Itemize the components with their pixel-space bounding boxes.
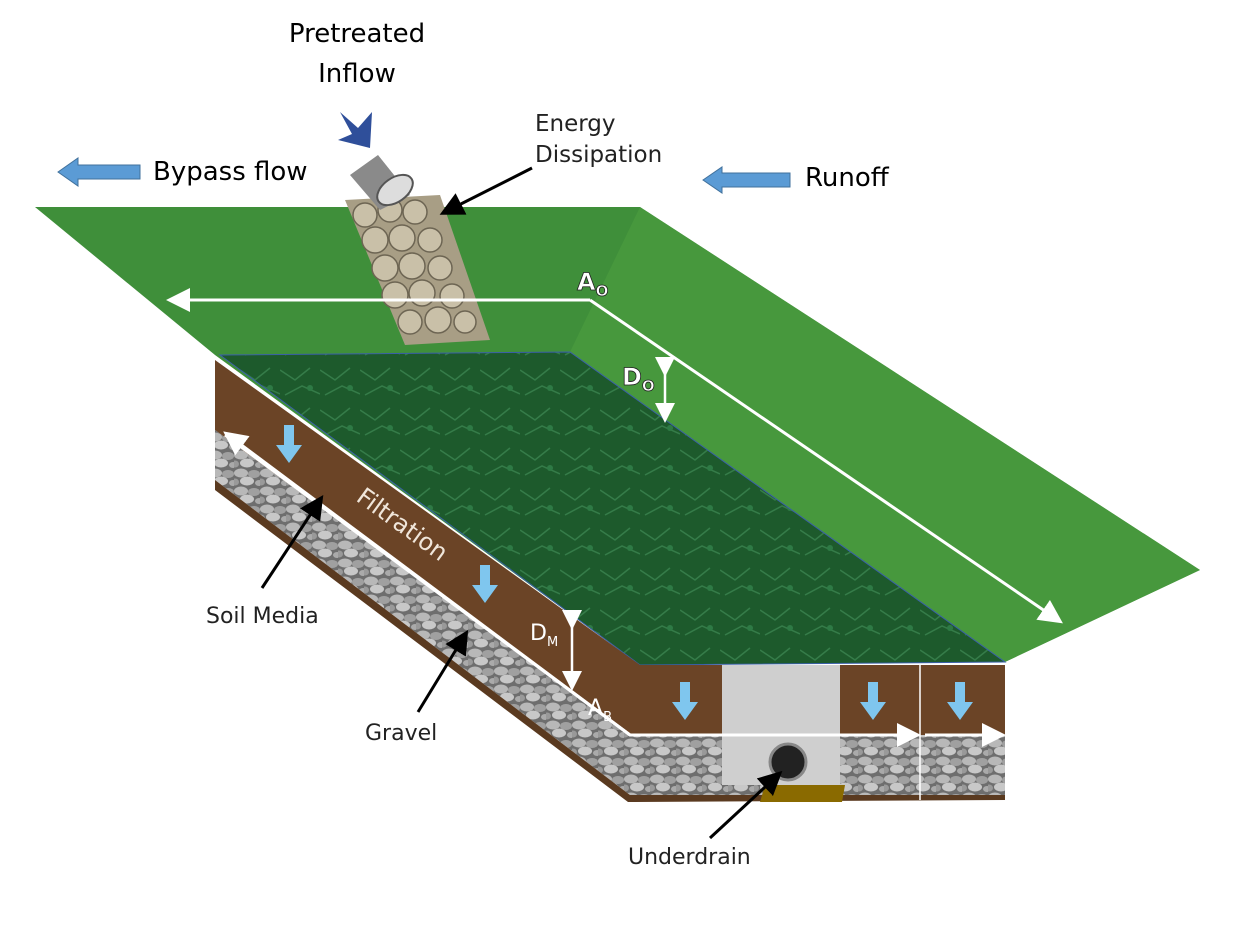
inflow-arrow [338, 112, 372, 148]
soil-leader [260, 494, 324, 589]
soil-media-layer [215, 360, 1005, 735]
soil-media-label: Soil Media [206, 604, 319, 629]
pretreated-inflow-label-2: Inflow [318, 59, 396, 89]
underdrain-base [760, 785, 845, 802]
bypass-flow-arrow [57, 157, 141, 187]
ab-label: AB [588, 696, 612, 725]
dm-label: DM [530, 621, 558, 650]
energy-dissipation-label-2: Dissipation [535, 142, 662, 168]
runoff-arrow [702, 166, 791, 194]
gravel-leader [416, 629, 469, 713]
inflow-pipe [350, 155, 414, 210]
bypass-flow-label: Bypass flow [153, 157, 308, 187]
ao-dimension-arrow [589, 298, 1063, 624]
underdrain-leader [708, 770, 783, 840]
do-label: DO [622, 363, 655, 395]
basin-surface [218, 351, 1007, 666]
runoff-label: Runoff [805, 163, 890, 193]
underdrain-pipe [768, 742, 808, 782]
gravel-label: Gravel [365, 721, 437, 746]
infiltration-arrows [276, 425, 973, 720]
pretreated-inflow-label: Pretreated [289, 19, 425, 49]
energy-dissipation-label: Energy [535, 111, 616, 137]
energy-leader [439, 166, 533, 215]
grass-slope-right [570, 207, 1200, 662]
ao-label: AO [577, 268, 608, 300]
underdrain-label: Underdrain [628, 845, 751, 870]
